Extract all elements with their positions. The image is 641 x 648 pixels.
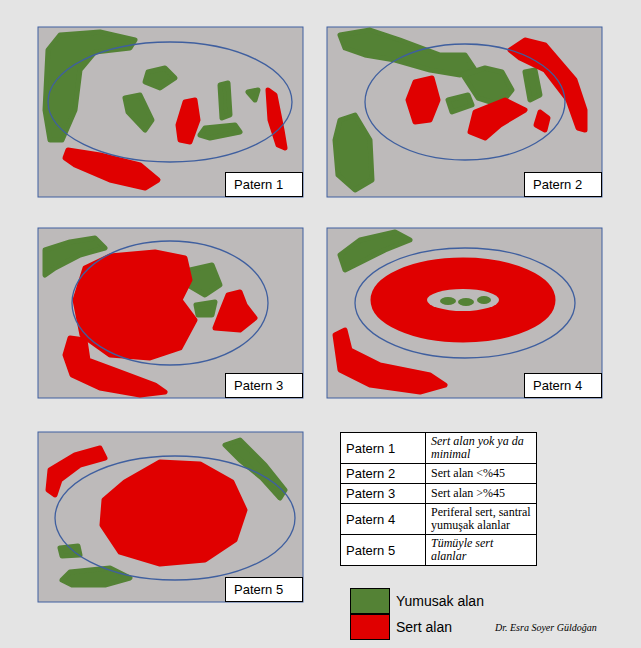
table-row: Patern 3 Sert alan >%45 (341, 484, 537, 504)
pattern-label: Patern 2 (524, 172, 602, 197)
hard-area (268, 90, 285, 148)
legend-text: Sert alan (396, 619, 452, 635)
panel-ground (327, 228, 602, 398)
table-cell: Periferal sert, santral yumuşak alanlar (426, 504, 537, 535)
table-cell: Sert alan yok ya da minimal (426, 433, 537, 464)
pattern-panel: Patern 3 (38, 228, 303, 398)
panel-ground (327, 27, 602, 197)
soft-area (125, 95, 152, 130)
soft-area (196, 302, 215, 315)
area-shape (477, 296, 491, 304)
table-text: Tümüyle sert alanlar (431, 536, 493, 563)
hard-area (373, 260, 553, 340)
table-text: Sert alan yok ya da minimal (431, 434, 524, 461)
table-text: Patern 2 (346, 466, 395, 481)
breast-outline (72, 241, 268, 365)
table-row: Patern 1 Sert alan yok ya da minimal (341, 433, 537, 464)
breast-outline (355, 248, 575, 358)
table-cell: Sert alan <%45 (426, 464, 537, 484)
legend-row: Sert alan (350, 614, 484, 640)
soft-area (340, 30, 475, 75)
table-text: Patern 4 (346, 512, 395, 527)
soft-area (145, 68, 175, 88)
table-text: Periferal sert, santral yumuşak alanlar (431, 505, 531, 532)
pattern-panel: Patern 1 (38, 27, 303, 197)
hard-area (335, 330, 445, 392)
hard-area (65, 338, 165, 395)
soft-area (340, 232, 410, 270)
soft-area (45, 32, 135, 140)
table-cell: Sert alan >%45 (426, 484, 537, 504)
table-text: Patern 3 (346, 486, 395, 501)
breast-outline (365, 44, 565, 160)
pattern-table: Patern 1Sert alan yok ya da minimalPater… (340, 432, 537, 566)
breast-outline (55, 456, 295, 580)
table-row: Patern 5 Tümüyle sert alanlar (341, 535, 537, 566)
shape-group (45, 30, 540, 585)
table-cell: Tümüyle sert alanlar (426, 535, 537, 566)
area-shape (440, 297, 456, 305)
legend-text: Yumusak alan (396, 593, 484, 609)
soft-area (248, 90, 258, 100)
hard-area (102, 462, 245, 564)
pattern-panel: Patern 2 (327, 27, 602, 197)
soft-area (335, 115, 372, 190)
area-shape (427, 289, 499, 311)
shape-group (48, 42, 575, 580)
hard-area (65, 150, 158, 188)
pattern-label: Patern 1 (225, 172, 303, 197)
hard-area (215, 292, 255, 330)
soft-area (62, 568, 130, 585)
table-cell: Patern 5 (341, 535, 426, 566)
soft-area (200, 125, 240, 138)
legend: Yumusak alanSert alan (350, 588, 484, 640)
table-row: Patern 4 Periferal sert, santral yumuşak … (341, 504, 537, 535)
pattern-panel: Patern 5 (38, 432, 303, 602)
legend-swatch (350, 614, 390, 640)
area-shape (458, 298, 474, 306)
panel-ground (38, 432, 303, 602)
table-text: Sert alan <%45 (431, 466, 505, 480)
table-text: Sert alan >%45 (431, 486, 505, 500)
shape-group (440, 296, 491, 306)
soft-area (220, 83, 230, 118)
soft-area (525, 70, 540, 100)
panel-ground (38, 27, 303, 197)
pattern-label: Patern 4 (524, 373, 602, 398)
table-text: Patern 1 (346, 441, 395, 456)
breast-outline (48, 42, 292, 162)
table-row: Patern 2 Sert alan <%45 (341, 464, 537, 484)
legend-row: Yumusak alan (350, 588, 484, 614)
shape-group (38, 27, 602, 602)
author-note: Dr. Esra Soyer Güldoğan (495, 622, 597, 633)
table-cell: Patern 4 (341, 504, 426, 535)
hard-area (178, 100, 198, 142)
soft-area (188, 265, 220, 295)
pattern-label: Patern 5 (225, 577, 303, 602)
pattern-label: Patern 3 (225, 373, 303, 398)
hard-area (408, 78, 438, 122)
pattern-panel: Patern 4 (327, 228, 602, 398)
table-cell: Patern 1 (341, 433, 426, 464)
hard-area (470, 100, 525, 138)
panel-ground (38, 228, 303, 398)
legend-swatch (350, 588, 390, 614)
table-cell: Patern 3 (341, 484, 426, 504)
hard-area (536, 112, 548, 130)
soft-area (448, 95, 472, 112)
table-cell: Patern 2 (341, 464, 426, 484)
table-text: Patern 5 (346, 543, 395, 558)
